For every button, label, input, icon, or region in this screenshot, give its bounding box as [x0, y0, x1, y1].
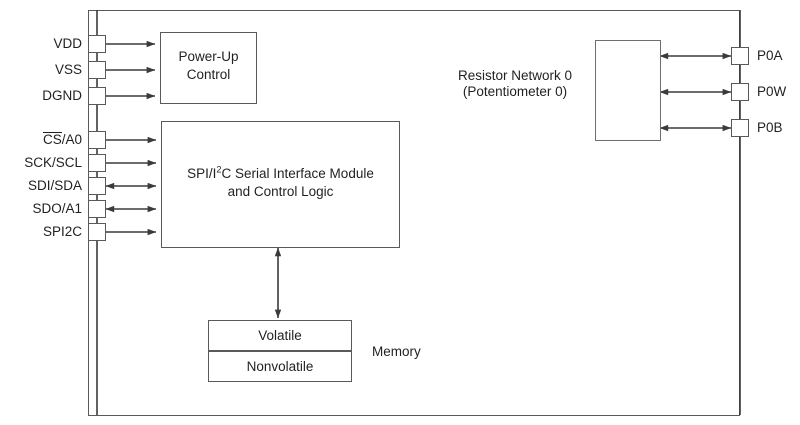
pin-p0b[interactable]: [731, 119, 749, 137]
pin-label-sdi-sda: SDI/SDA: [27, 178, 82, 193]
pin-label-vdd: VDD: [53, 36, 82, 51]
memory-caption: Memory: [372, 344, 421, 359]
serial-interface-line-2: and Control Logic: [227, 184, 334, 200]
pin-label-p0a: P0A: [757, 48, 783, 63]
cs-suffix-text: /A0: [61, 132, 82, 147]
pin-dgnd[interactable]: [88, 87, 106, 105]
serial-interface-label: SPI/I2C Serial Interface Module and Cont…: [161, 165, 400, 201]
resistor-network-label: Resistor Network 0 (Potentiometer 0): [440, 68, 590, 99]
pin-sdi-sda[interactable]: [88, 177, 106, 195]
pin-vdd[interactable]: [88, 35, 106, 53]
pin-p0w[interactable]: [731, 83, 749, 101]
memory-nonvolatile-label: Nonvolatile: [246, 359, 314, 374]
pin-p0a[interactable]: [731, 47, 749, 65]
pin-label-sck-scl: SCK/SCL: [24, 155, 82, 170]
serial-interface-line-1-b: C Serial Interface Module: [221, 166, 374, 181]
pin-label-p0b: P0B: [757, 120, 783, 135]
power-up-line-1: Power-Up: [178, 49, 239, 64]
power-up-line-2: Control: [186, 67, 231, 83]
pin-sdo-a1[interactable]: [88, 200, 106, 218]
resistor-network-line-2: (Potentiometer 0): [462, 83, 568, 99]
serial-interface-line-1: SPI/I2C Serial Interface Module: [161, 165, 400, 183]
pin-label-p0w: P0W: [757, 84, 787, 99]
pin-sck-scl[interactable]: [88, 154, 106, 172]
power-up-control-block: [160, 32, 257, 104]
resistor-network-block: [595, 40, 661, 141]
power-up-control-label: Power-Up Control: [160, 48, 257, 84]
resistor-network-line-1: Resistor Network 0: [457, 68, 573, 83]
pin-label-sdo-a1: SDO/A1: [32, 201, 82, 216]
memory-nonvolatile-block: [208, 351, 352, 382]
memory-volatile-label: Volatile: [258, 328, 302, 343]
pin-vss[interactable]: [88, 61, 106, 79]
pin-label-cs-a0: CS/A0: [0, 132, 82, 148]
serial-interface-line-1-a: SPI/I: [187, 166, 217, 181]
superscript-two: 2: [216, 164, 222, 175]
serial-interface-block: [161, 121, 400, 248]
pin-label-dgnd: DGND: [42, 88, 82, 103]
pin-cs-a0[interactable]: [88, 131, 106, 149]
pin-spi2c[interactable]: [88, 223, 106, 241]
pin-label-spi2c: SPI2C: [42, 224, 82, 239]
memory-volatile-block: [208, 320, 352, 351]
cs-overline-text: CS: [42, 132, 62, 147]
pin-label-vss: VSS: [54, 62, 82, 77]
